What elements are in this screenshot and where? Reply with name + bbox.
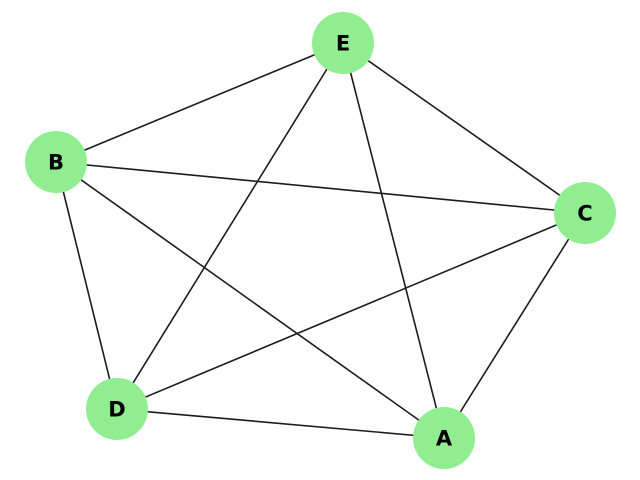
node-label-C: C — [577, 202, 592, 226]
node-circle-A — [413, 407, 475, 469]
graph-node-D: D — [86, 378, 148, 440]
nodes-layer: E B C D A — [25, 12, 616, 469]
node-label-B: B — [48, 151, 64, 175]
node-label-A: A — [436, 427, 453, 451]
edge-B-A — [55, 161, 445, 439]
graph-node-A: A — [413, 407, 475, 469]
edge-E-B — [55, 42, 344, 163]
edge-C-D — [116, 212, 586, 410]
edge-E-D — [116, 42, 344, 410]
edges-layer — [55, 42, 586, 439]
graph-node-C: C — [554, 182, 616, 244]
edge-C-A — [443, 212, 586, 439]
edge-E-C — [342, 42, 586, 214]
node-circle-B — [25, 131, 87, 193]
node-label-D: D — [108, 398, 125, 422]
edge-B-D — [55, 161, 118, 410]
node-circle-D — [86, 378, 148, 440]
edge-D-A — [116, 408, 445, 439]
graph-node-B: B — [25, 131, 87, 193]
node-circle-E — [312, 12, 374, 74]
node-circle-C — [554, 182, 616, 244]
edge-E-A — [342, 42, 445, 439]
node-label-E: E — [336, 32, 350, 56]
edge-B-C — [55, 161, 586, 214]
graph-node-E: E — [312, 12, 374, 74]
